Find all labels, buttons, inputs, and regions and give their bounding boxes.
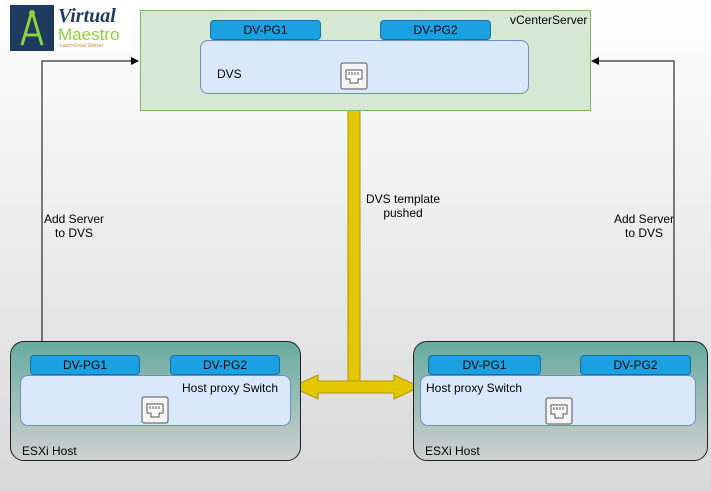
host-right-dv-pg2[interactable]: DV-PG2	[580, 355, 691, 375]
template-push-shaft	[347, 89, 361, 389]
compass-icon	[10, 5, 54, 51]
vcenter-dv-pg2[interactable]: DV-PG2	[380, 20, 491, 40]
right-edge-label-line2: to DVS	[625, 226, 664, 240]
center-edge-label-line1: DVS template	[366, 192, 441, 206]
dvs-label: DVS	[217, 67, 242, 81]
right-edge-label-line1: Add Server	[614, 212, 675, 226]
ethernet-port-icon	[545, 397, 573, 425]
right-add-server-arrow	[591, 57, 675, 341]
host-right-dv-pg1[interactable]: DV-PG1	[428, 355, 541, 375]
host-right-switch-label: Host proxy Switch	[426, 381, 523, 395]
logo-text-maestro: Maestro	[58, 25, 120, 44]
center-edge-label-line2: pushed	[383, 206, 423, 220]
host-left-dv-pg2[interactable]: DV-PG2	[170, 355, 280, 375]
ethernet-port-icon	[340, 62, 368, 90]
vcenter-label: vCenterServer	[510, 13, 588, 27]
logo-text-virtual: Virtual	[58, 5, 116, 27]
center-edge-label: DVS template pushed	[366, 192, 440, 220]
logo-tagline: Learn Excel Deliver	[60, 43, 104, 49]
left-edge-label-line2: to DVS	[55, 226, 94, 240]
vcenter-dv-pg1[interactable]: DV-PG1	[210, 20, 321, 40]
host-right-label: ESXi Host	[425, 444, 480, 458]
left-add-server-arrow	[41, 57, 139, 341]
left-edge-label: Add Server to DVS	[44, 212, 104, 240]
host-left-label: ESXi Host	[22, 444, 77, 458]
host-left-dv-pg1[interactable]: DV-PG1	[30, 355, 140, 375]
logo: Virtual Maestro Learn Excel Deliver	[10, 5, 132, 51]
right-edge-label: Add Server to DVS	[614, 212, 674, 240]
left-edge-label-line1: Add Server	[44, 212, 105, 226]
ethernet-port-icon	[141, 396, 169, 424]
host-left-switch-label: Host proxy Switch	[182, 381, 279, 395]
